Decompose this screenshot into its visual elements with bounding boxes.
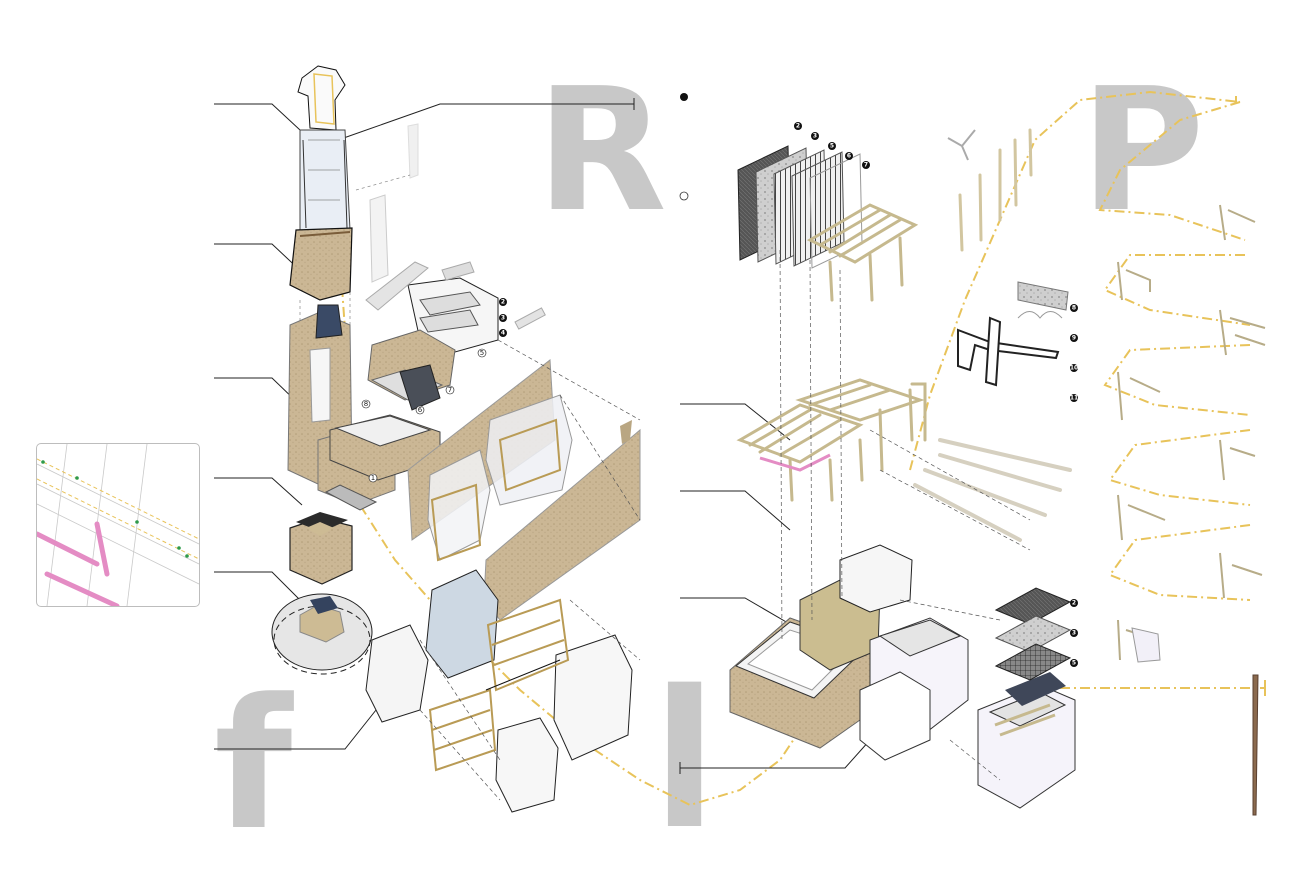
svg-text:8: 8 <box>364 400 368 408</box>
svg-text:3: 3 <box>813 133 817 140</box>
vertical-members <box>958 128 1033 252</box>
svg-text:6: 6 <box>418 406 423 414</box>
callouts-left-block: 2 3 4 5 6 7 8 1 <box>361 298 507 483</box>
timber-frames <box>736 203 927 502</box>
inset-plan-drawing <box>37 444 199 606</box>
roof-layers: 2 3 5 <box>994 587 1078 681</box>
house-exploded <box>329 261 641 621</box>
gutter-piece: 8 9 10 11 <box>957 281 1078 402</box>
svg-text:10: 10 <box>1070 365 1078 372</box>
svg-text:2: 2 <box>501 299 505 306</box>
construction-lines-center <box>419 339 641 801</box>
slanted-poles <box>913 438 1072 542</box>
svg-text:3: 3 <box>501 315 505 322</box>
letter-f: f <box>214 661 293 870</box>
leader-lines-right <box>679 403 871 774</box>
svg-text:7: 7 <box>448 386 452 394</box>
svg-text:3: 3 <box>1072 630 1076 637</box>
svg-text:4: 4 <box>501 330 505 337</box>
letter-r: R <box>536 52 667 250</box>
glass-modules <box>365 394 633 813</box>
letter-l: l <box>652 650 718 871</box>
svg-text:5: 5 <box>480 349 484 357</box>
detail-sketches <box>1117 204 1266 661</box>
right-building <box>729 544 1076 809</box>
svg-text:1: 1 <box>371 474 375 482</box>
svg-text:11: 11 <box>1070 395 1078 402</box>
svg-text:2: 2 <box>1072 600 1076 607</box>
construction-lines-right <box>779 249 1031 781</box>
legend-hollow-dot <box>679 191 689 201</box>
svg-text:8: 8 <box>1072 305 1076 312</box>
facade-panel-layers: 2 3 5 6 7 <box>737 122 870 269</box>
legend-filled-dot <box>680 93 688 101</box>
svg-text:2: 2 <box>796 123 800 130</box>
timber-pole <box>1252 674 1259 816</box>
detail-bucket <box>1131 627 1161 663</box>
svg-text:6: 6 <box>847 153 851 160</box>
inset-detail-panel <box>36 443 200 607</box>
svg-text:5: 5 <box>1072 660 1076 667</box>
svg-text:7: 7 <box>864 162 868 169</box>
pink-beam <box>759 453 831 472</box>
svg-text:5: 5 <box>830 143 834 150</box>
svg-text:9: 9 <box>1072 335 1076 342</box>
